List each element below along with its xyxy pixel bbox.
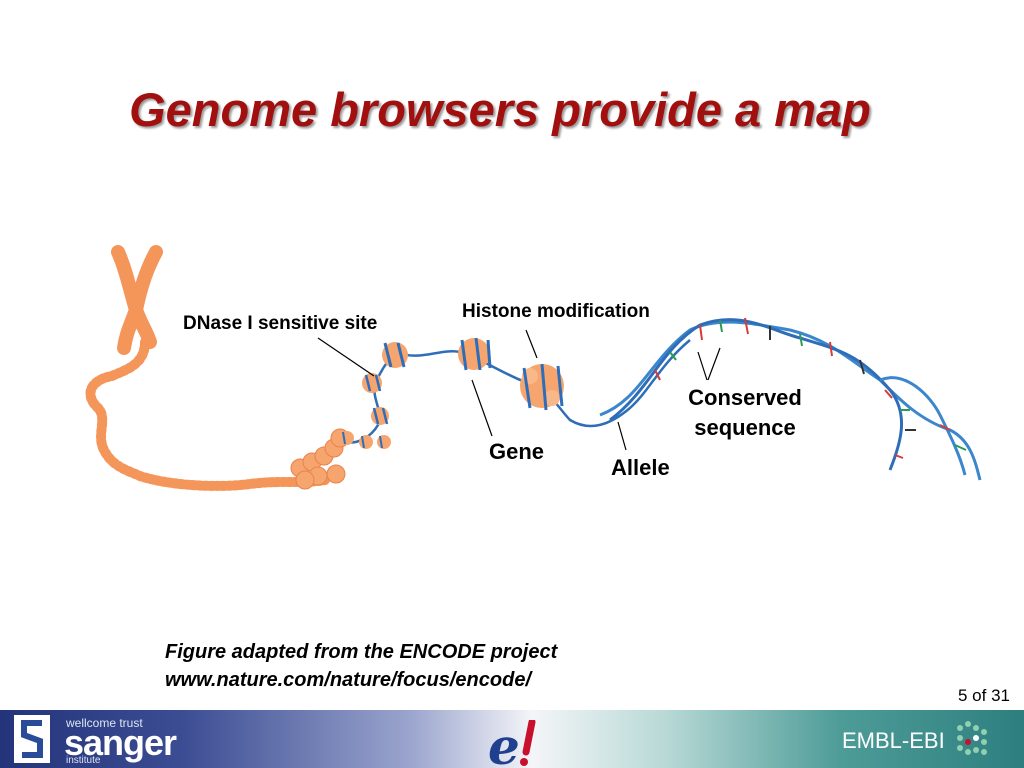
footer-bar: wellcome trust sanger institute e EMBL-E… [0,710,1024,768]
sanger-logo: wellcome trust sanger institute [14,713,204,766]
nucleosomes [340,337,564,449]
chromosome-icon [111,245,163,355]
label-conserved-sequence: Conserved sequence [670,383,820,443]
label-conserved-line2: sequence [694,415,796,440]
label-dnase-site: DNase I sensitive site [183,313,378,334]
slide-title: Genome browsers provide a map [129,83,871,136]
label-histone-modification: Histone modification [462,301,650,322]
caption-line1: Figure adapted from the ENCODE project [165,641,558,663]
chromatin-fiber [85,337,330,491]
embl-ebi-wordmark: EMBL-EBI [842,728,945,753]
pointer-lines [317,329,721,451]
caption-url: www.nature.com/nature/focus/encode/ [165,669,531,691]
label-gene: Gene [489,439,545,464]
label-conserved-line1: Conserved [688,385,802,410]
svg-text:e: e [488,720,520,768]
page-number: 5 of 31 [958,686,1010,705]
figure-caption: Figure adapted from the ENCODE project w… [165,638,557,694]
institute-text: institute [66,755,101,766]
ensembl-e-logo-icon: e [488,720,536,768]
wellcome-trust-text: wellcome trust [66,716,143,730]
sanger-s-icon [14,715,50,763]
label-allele: Allele [611,455,670,480]
sanger-wordmark: sanger [64,722,177,763]
genome-figure [85,245,982,491]
embl-ebi-hexagon-icon [957,721,987,755]
dna-double-helix [599,317,982,481]
